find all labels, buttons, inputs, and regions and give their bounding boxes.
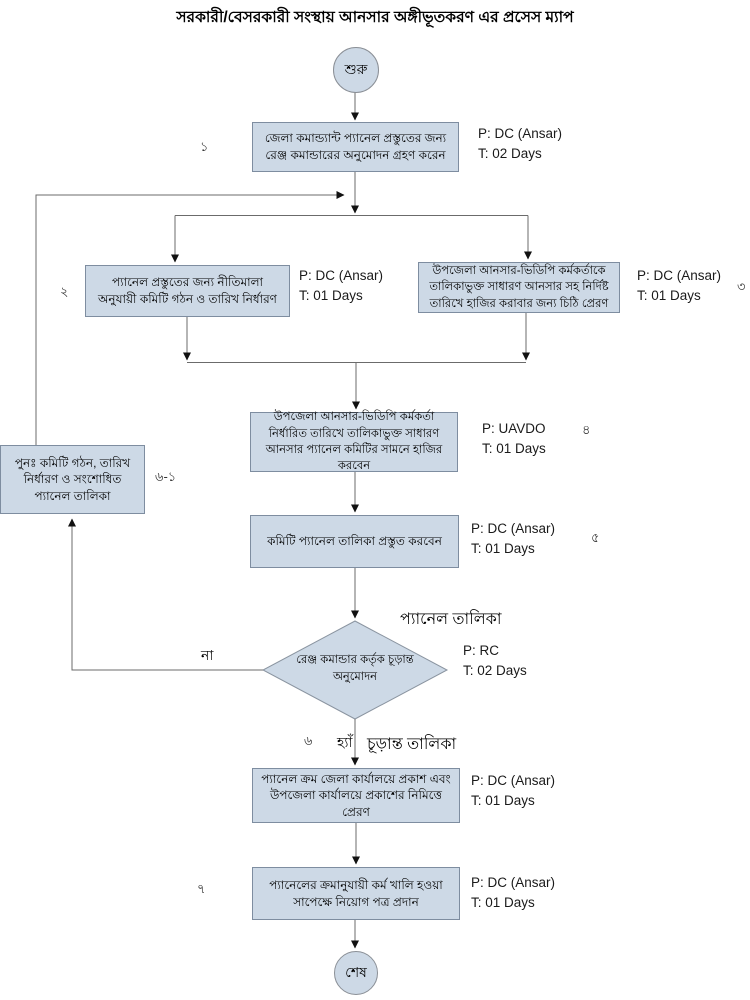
step-4-performer: P: UAVDO — [482, 421, 546, 436]
step-1-text: জেলা কমান্ড্যান্ট প্যানেল প্রস্তুতের জন্… — [264, 131, 447, 162]
step-3-time: T: 01 Days — [637, 287, 701, 303]
rework-number: ৬-১ — [155, 469, 177, 484]
connector-rework-return — [35, 191, 345, 445]
page-title: সরকারী/বেসরকারী সংস্থায় আনসার অঙ্গীভূতক… — [176, 9, 574, 26]
step-2-annotation: P: DC (Ansar) T: 01 Days — [299, 266, 383, 305]
end-label: শেষ — [345, 964, 367, 980]
rework-box: পুনঃ কমিটি গঠন, তারিখ নির্ধারণ ও সংশোধিত… — [0, 445, 145, 514]
step-4-number: ৪ — [582, 422, 591, 437]
step-7-annotation: P: DC (Ansar) T: 01 Days — [471, 873, 555, 912]
step-6-time: T: 01 Days — [471, 792, 535, 808]
step-3-annotation: P: DC (Ansar) T: 01 Days — [637, 266, 721, 305]
yes-label: হ্যাঁ — [337, 734, 353, 750]
step-5-box: কমিটি প্যানেল তালিকা প্রস্তুত করবেন — [250, 515, 459, 568]
step-5-performer: P: DC (Ansar) — [471, 521, 556, 536]
step-4-annotation: P: UAVDO T: 01 Days — [482, 419, 546, 458]
decision-output-label: চূড়ান্ত তালিকা — [367, 736, 457, 753]
step-5-time: T: 01 Days — [471, 540, 535, 556]
step-4-text: উপজেলা আনসার-ভিডিপি কর্মকর্তা নির্ধারিত … — [265, 411, 443, 473]
decision-input-label: প্যানেল তালিকা — [400, 611, 502, 628]
step-1-time: T: 02 Days — [478, 145, 542, 161]
step-3-text: উপজেলা আনসার-ভিডিপি কর্মকর্তাকে তালিকাভু… — [429, 265, 609, 310]
step-1-performer: P: DC (Ansar) — [478, 126, 563, 141]
step-7-box: প্যানেলের ক্রমানুযায়ী কর্ম খালি হওয়া স… — [252, 867, 460, 920]
step-6-performer: P: DC (Ansar) — [471, 773, 556, 788]
step-2-number: ২ — [60, 284, 69, 299]
rework-text: পুনঃ কমিটি গঠন, তারিখ নির্ধারণ ও সংশোধিত… — [14, 455, 131, 503]
step-1-annotation: P: DC (Ansar) T: 02 Days — [478, 124, 562, 163]
start-node: শুরু — [333, 47, 379, 93]
step-2-time: T: 01 Days — [299, 287, 363, 303]
step-1-box: জেলা কমান্ড্যান্ট প্যানেল প্রস্তুতের জন্… — [252, 122, 459, 172]
decision-annotation: P: RC T: 02 Days — [463, 641, 527, 680]
step-7-text: প্যানেলের ক্রমানুযায়ী কর্ম খালি হওয়া স… — [269, 877, 443, 909]
step-5-number: ৫ — [591, 530, 600, 545]
step-7-number: ৭ — [197, 881, 206, 896]
decision-time: T: 02 Days — [463, 662, 527, 678]
end-node: শেষ — [334, 951, 378, 995]
step-6-text: প্যানেল ক্রম জেলা কার্যালয়ে প্রকাশ এবং … — [261, 771, 451, 819]
no-label: না — [201, 647, 214, 663]
step-4-time: T: 01 Days — [482, 440, 546, 456]
step-3-box: উপজেলা আনসার-ভিডিপি কর্মকর্তাকে তালিকাভু… — [418, 262, 620, 313]
step-2-performer: P: DC (Ansar) — [299, 268, 384, 283]
step-5-text: কমিটি প্যানেল তালিকা প্রস্তুত করবেন — [267, 534, 442, 549]
step-7-performer: P: DC (Ansar) — [471, 875, 556, 890]
decision-performer: P: RC — [463, 643, 500, 658]
step-2-box: প্যানেল প্রস্তুতের জন্য নীতিমালা অনুযায়… — [85, 265, 290, 317]
decision-text: রেঞ্জ কমান্ডার কর্তৃক চূড়ান্ত অনুমোদন — [296, 654, 414, 683]
connector-no-loop — [68, 518, 263, 671]
step-3-performer: P: DC (Ansar) — [637, 268, 722, 283]
step-4-box: উপজেলা আনসার-ভিডিপি কর্মকর্তা নির্ধারিত … — [250, 411, 458, 473]
decision-number: ৬ — [304, 733, 313, 748]
start-label: শুরু — [344, 61, 368, 77]
step-1-number: ১ — [200, 139, 209, 154]
step-6-box: প্যানেল ক্রম জেলা কার্যালয়ে প্রকাশ এবং … — [252, 768, 460, 823]
step-5-annotation: P: DC (Ansar) T: 01 Days — [471, 519, 555, 558]
step-3-number: ৩ — [737, 279, 746, 294]
step-2-text: প্যানেল প্রস্তুতের জন্য নীতিমালা অনুযায়… — [98, 275, 277, 306]
step-6-annotation: P: DC (Ansar) T: 01 Days — [471, 771, 555, 810]
step-7-time: T: 01 Days — [471, 894, 535, 910]
